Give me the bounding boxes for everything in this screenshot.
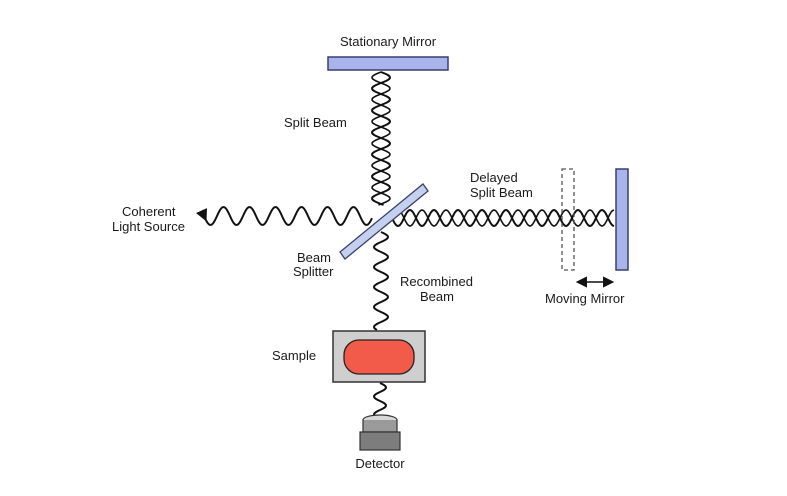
recombined-label-line1: Recombined [400,274,473,289]
moving-mirror-ghost [561,168,575,271]
split-beam-label: Split Beam [284,115,347,130]
coherent-label-line2: Light Source [112,219,185,234]
detector-beam-wave [373,382,387,415]
coherent-label-line1: Coherent [122,204,176,219]
recombined-label-line2: Beam [420,289,454,304]
detector-label: Detector [355,456,405,471]
beam-splitter [339,183,429,260]
beam-splitter-label-line2: Splitter [293,264,334,279]
detector-neck [362,420,398,433]
moving-mirror-label: Moving Mirror [545,291,625,306]
stationary-mirror-label: Stationary Mirror [340,34,437,49]
sample [343,339,415,375]
sample-label: Sample [272,348,316,363]
beam-splitter-label-line1: Beam [297,250,331,265]
delayed-beam-wave-b [391,209,615,227]
split-beam-wave-b [371,71,391,206]
stationary-mirror [327,56,449,71]
recombined-beam-wave [372,231,390,331]
delayed-label-line1: Delayed [470,170,518,185]
moving-mirror [615,168,629,271]
delayed-beam-wave-a [391,208,615,228]
detector-body [359,431,401,451]
delayed-label-line2: Split Beam [470,185,533,200]
source-beam-wave [196,206,373,226]
